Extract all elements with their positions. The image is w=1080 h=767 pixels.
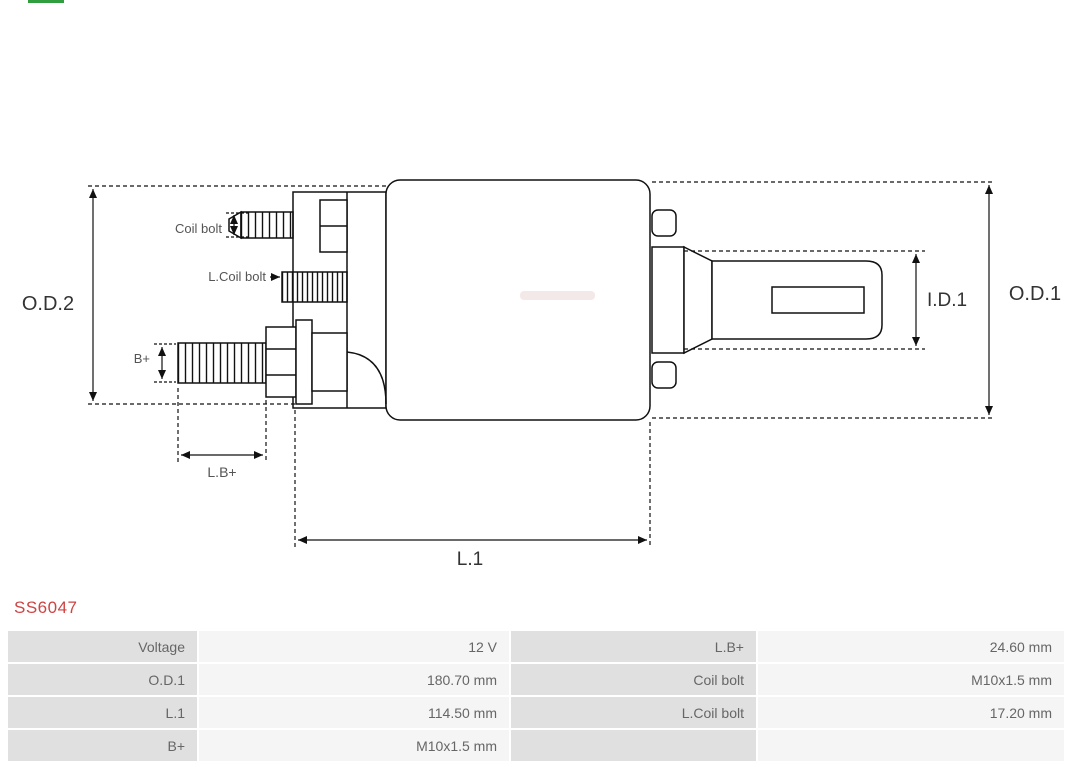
solenoid-technical-drawing: O.D.2 O.D.1 I.D.1 Coil bolt L.Coil bolt … [22,179,1061,570]
spec-value: 114.50 mm [199,697,509,728]
spec-label: Coil bolt [511,664,756,695]
spec-label: L.Coil bolt [511,697,756,728]
coil-bolt-label: Coil bolt [175,221,222,236]
right-tab-bottom [651,361,677,389]
plunger-slot [771,286,865,314]
spec-label: Voltage [8,631,197,662]
solenoid-body-group [177,179,883,421]
b-plus-washer [295,319,313,405]
spec-value: 180.70 mm [199,664,509,695]
spec-value [758,730,1064,761]
b-plus-spacer [311,332,348,392]
right-tab-top [651,209,677,237]
spec-value: 17.20 mm [758,697,1064,728]
spec-value: 12 V [199,631,509,662]
brand-logo-fragment [28,0,64,3]
spec-label [511,730,756,761]
od2-label: O.D.2 [22,293,74,315]
spec-label: L.1 [8,697,197,728]
l-coil-bolt-bushing [281,271,348,303]
spec-value: M10x1.5 mm [758,664,1064,695]
watermark [520,291,595,300]
spec-label: L.B+ [511,631,756,662]
bracket-arc-detail [346,351,387,405]
spec-value: 24.60 mm [758,631,1064,662]
main-cylinder [385,179,651,421]
spec-label: O.D.1 [8,664,197,695]
coil-bolt-tip [228,210,242,240]
lb-plus-label: L.B+ [207,464,236,480]
part-number: SS6047 [14,598,78,617]
spec-value: M10x1.5 mm [199,730,509,761]
specifications-table: Voltage 12 V L.B+ 24.60 mm O.D.1 180.70 … [8,631,1064,761]
spec-label: B+ [8,730,197,761]
l1-label: L.1 [457,549,483,570]
coil-bolt-thread [240,211,294,239]
plunger-ring [651,246,685,354]
dimension-lines-group [88,181,995,547]
b-plus-thread [177,342,267,384]
b-plus-label: B+ [134,351,150,366]
plunger-taper [683,245,713,355]
od1-label: O.D.1 [1009,283,1061,305]
b-plus-hex-nut [265,326,297,398]
id1-label: I.D.1 [927,290,967,311]
l-coil-bolt-label: L.Coil bolt [208,269,266,284]
